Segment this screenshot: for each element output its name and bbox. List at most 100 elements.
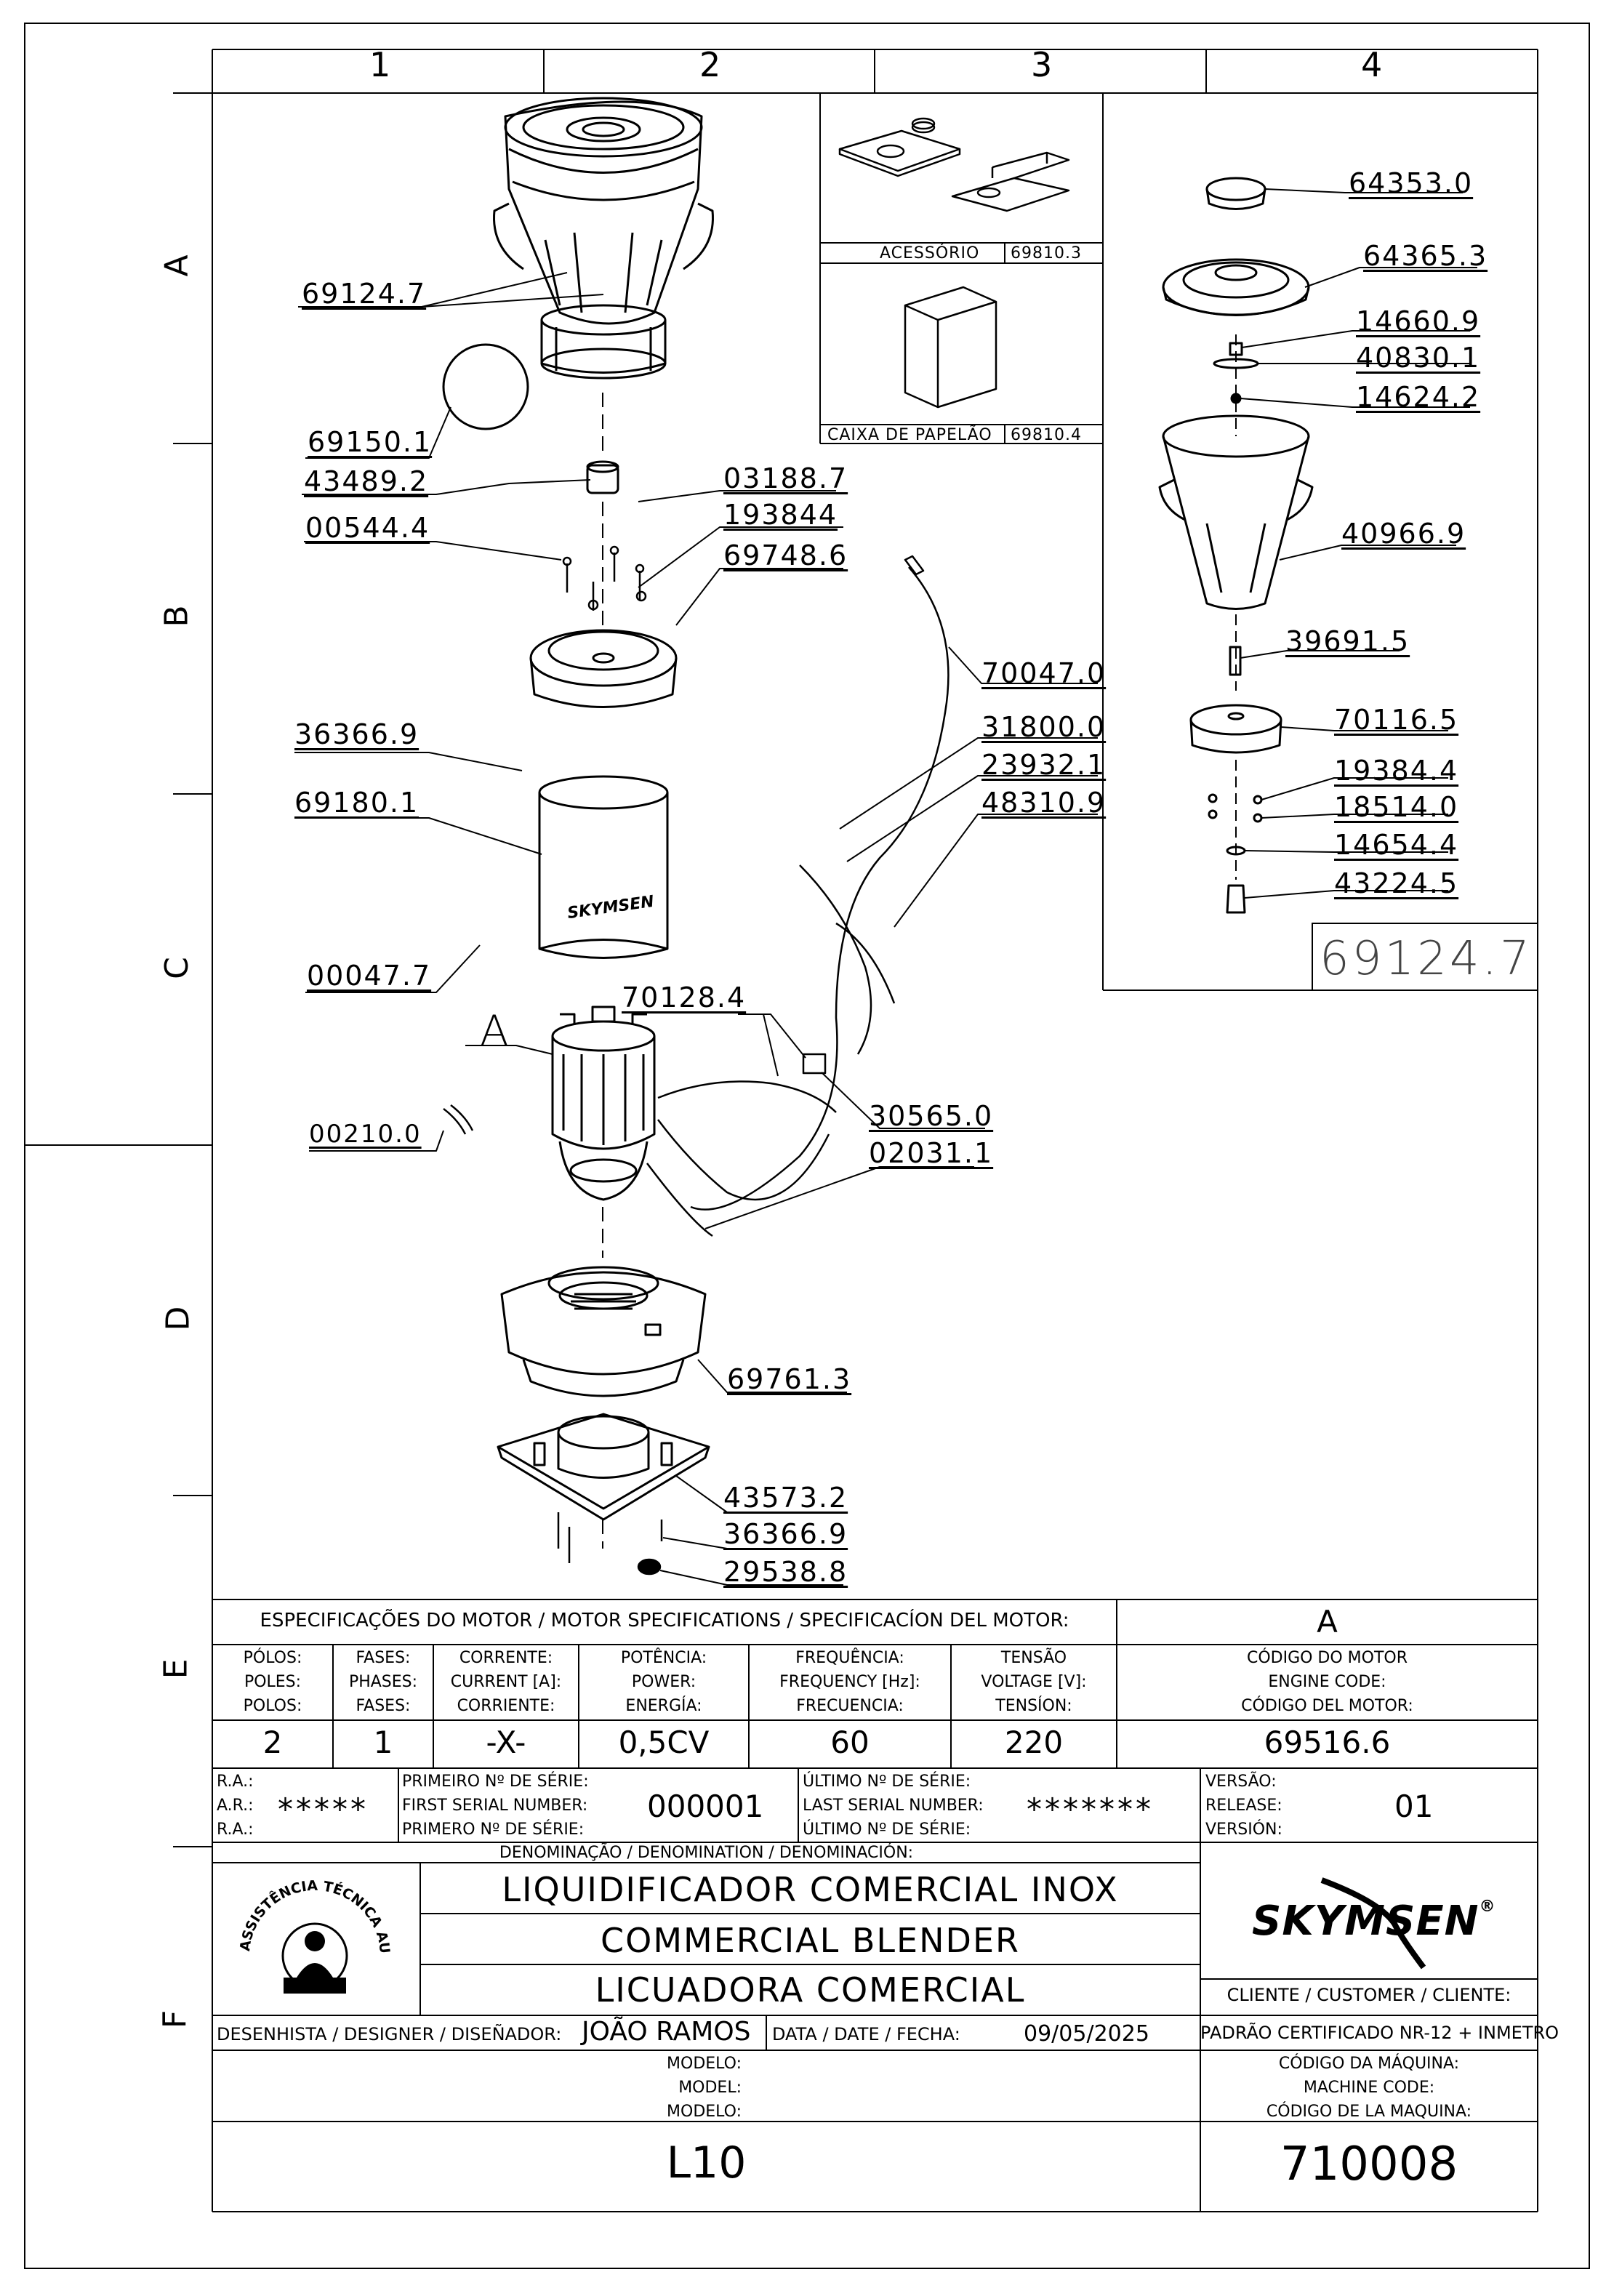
client-label: CLIENTE / CUSTOMER / CLIENTE:: [1226, 1985, 1511, 2005]
spec-col-power: POTÊNCIA:POWER:ENERGÍA:: [620, 1649, 707, 1715]
spec-col-current: CORRENTE:CURRENT [A]:CORRIENTE:: [450, 1649, 562, 1715]
service-seal-icon: ASSISTÊNCIA TÉCNICA AUTORIZADA: [231, 1868, 393, 1994]
brand-logo: SKYMSEN®: [1252, 1898, 1496, 1945]
last-serial-labels: ÚLTIMO Nº DE SÉRIE:LAST SERIAL NUMBER:ÚL…: [803, 1773, 984, 1839]
callout-right-10: 14654.4: [1334, 829, 1459, 861]
right-assembly-drawing: [1158, 177, 1314, 914]
callout-jar-base: 69748.6: [723, 539, 848, 571]
spec-value-current: -X-: [486, 1725, 526, 1760]
callout-washer: 193844: [723, 499, 838, 531]
callout-right-1: 64365.3: [1363, 240, 1488, 272]
version-labels: VERSÃO:RELEASE:VERSIÓN:: [1205, 1773, 1282, 1839]
designer-label: DESENHISTA / DESIGNER / DISEÑADOR:: [217, 2024, 562, 2044]
callout-brush: 00210.0: [309, 1120, 422, 1149]
callout-screw-d: 00047.7: [307, 960, 432, 992]
first-serial-value: 000001: [647, 1789, 764, 1824]
housing-drawing: [538, 775, 669, 959]
date-value: 09/05/2025: [1024, 2021, 1149, 2047]
box-label: CAIXA DE PAPELÃO: [827, 426, 992, 444]
callout-right-5: 40966.9: [1341, 518, 1466, 550]
motor-drawing: [551, 1005, 656, 1201]
grid-row-F: F: [156, 2010, 194, 2029]
spec-header-right: A: [1317, 1604, 1338, 1639]
spec-header: ESPECIFICAÇÕES DO MOTOR / MOTOR SPECIFIC…: [260, 1610, 1069, 1631]
coupling-drawing: [586, 460, 619, 494]
callout-jar: 69124.7: [302, 278, 427, 310]
exploded-view: [294, 97, 1477, 1586]
denomination-header: DENOMINAÇÃO / DENOMINATION / DENOMINACIÓ…: [499, 1844, 914, 1862]
callout-wire: 48310.9: [981, 787, 1107, 819]
machine-code-value: 710008: [1280, 2138, 1458, 2191]
callout-nut: 03188.7: [723, 462, 848, 494]
denomination-line-en: COMMERCIAL BLENDER: [601, 1921, 1020, 1960]
callout-screw-e: 36366.9: [723, 1518, 848, 1550]
spec-value-motor-code: 69516.6: [1264, 1725, 1391, 1760]
spec-value-phases: 1: [373, 1725, 393, 1760]
callout-right-8: 19384.4: [1334, 755, 1459, 787]
client-value: PADRÃO CERTIFICADO NR-12 + INMETRO: [1200, 2023, 1559, 2043]
callout-right-11: 43224.5: [1334, 867, 1459, 899]
first-serial-labels: PRIMEIRO Nº DE SÉRIE:FIRST SERIAL NUMBER…: [402, 1773, 589, 1839]
model-value: L10: [666, 2138, 747, 2188]
ra-labels: R.A.:A.R.:R.A.:: [217, 1773, 254, 1839]
callout-bottom-plate: 43573.2: [723, 1482, 848, 1514]
callout-screw-c: 36366.9: [294, 718, 419, 750]
last-serial-value: *******: [1027, 1791, 1154, 1827]
callout-right-9: 18514.0: [1334, 791, 1459, 823]
machine-code-labels: CÓDIGO DA MÁQUINA:MACHINE CODE:CÓDIGO DE…: [1266, 2055, 1472, 2121]
callout-right-0: 64353.0: [1349, 167, 1474, 199]
box-drawing: [904, 286, 997, 409]
callout-seal: 69150.1: [308, 426, 433, 458]
box-code: 69810.4: [1011, 426, 1082, 444]
grid-col-1: 1: [369, 45, 391, 84]
date-label: DATA / DATE / FECHA:: [772, 2024, 960, 2044]
model-labels: MODELO:MODEL:MODELO:: [667, 2055, 742, 2121]
jar-drawing: [493, 97, 714, 380]
grid-col-2: 2: [699, 45, 721, 84]
callout-coupling: 43489.2: [304, 465, 429, 497]
accessory-code: 69810.3: [1011, 244, 1082, 262]
callout-cord: 70047.0: [981, 657, 1107, 689]
callout-ground: 02031.1: [869, 1137, 994, 1169]
leader-lines: [294, 188, 1477, 1586]
ra-value: *****: [278, 1791, 369, 1827]
callout-screw-b: 00544.4: [305, 512, 430, 544]
right-assembly-code: 69124.7: [1320, 932, 1533, 986]
grid-col-4: 4: [1361, 45, 1383, 84]
wiring-drawing: [646, 555, 949, 1237]
callout-right-2: 14660.9: [1356, 305, 1481, 337]
accessory-drawing: [838, 117, 1070, 212]
denomination-line-pt: LIQUIDIFICADOR COMERCIAL INOX: [502, 1870, 1119, 1909]
spec-value-frequency: 60: [830, 1725, 870, 1760]
spec-value-voltage: 220: [1004, 1725, 1064, 1760]
callout-right-7: 70116.5: [1334, 704, 1459, 736]
callout-switch: 70128.4: [622, 982, 747, 1013]
callout-housing: 69180.1: [294, 787, 419, 819]
spec-col-phases: FASES:PHASES:FASES:: [348, 1649, 418, 1715]
screws-b: [562, 545, 647, 611]
grid-col-3: 3: [1031, 45, 1053, 84]
version-value: 01: [1394, 1789, 1434, 1824]
spec-col-poles: PÓLOS:POLES:POLOS:: [243, 1649, 302, 1715]
screws-bottom: [557, 1512, 663, 1576]
callout-terminal: 23932.1: [981, 749, 1107, 781]
callout-right-4: 14624.2: [1356, 381, 1481, 413]
brand-swoosh-icon: [1320, 1877, 1426, 1970]
designer-value: JOÃO RAMOS: [582, 2017, 751, 2047]
detail-marker: A: [480, 1006, 510, 1056]
brush-drawing: [443, 1104, 474, 1135]
callout-right-6: 39691.5: [1285, 625, 1410, 657]
accessory-label: ACESSÓRIO: [880, 244, 980, 262]
base-drawing: [500, 1266, 707, 1397]
seal-drawing: [442, 343, 529, 430]
jar-base-drawing: [529, 629, 678, 708]
callout-capacitor: 30565.0: [869, 1100, 994, 1132]
denomination-line-es: LICUADORA COMERCIAL: [595, 1970, 1026, 2010]
spec-value-power: 0,5CV: [618, 1725, 710, 1760]
callout-right-3: 40830.1: [1356, 342, 1481, 374]
callout-base: 69761.3: [727, 1363, 852, 1395]
callout-cord-fix: 31800.0: [981, 711, 1107, 743]
